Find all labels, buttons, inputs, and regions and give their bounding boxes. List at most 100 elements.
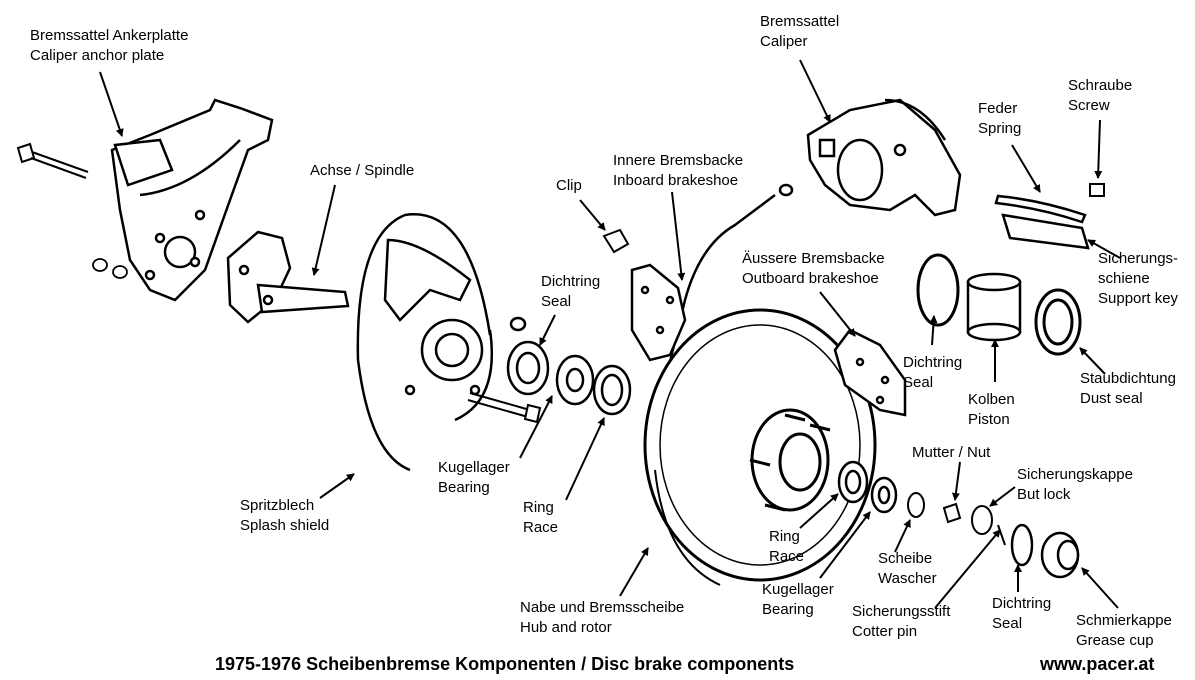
label-inner-bearing: Kugellager Bearing (438, 458, 510, 498)
label-line: Support key (1098, 290, 1179, 307)
label-line: Screw (1068, 97, 1110, 114)
label-line: Dichtring (992, 595, 1052, 612)
caliper-anchor-plate (110, 98, 274, 302)
dust-seal (1034, 288, 1082, 356)
label-line: Sicherungs- (1098, 250, 1179, 267)
label-line: Feder (978, 100, 1018, 117)
label-line: But lock (1017, 486, 1071, 503)
label-outboard-brakeshoe: Äussere Bremsbacke Outboard brakeshoe (742, 249, 885, 289)
label-nut: Mutter / Nut (912, 443, 990, 463)
label-cotter-pin: Sicherungsstift Cotter pin (852, 602, 950, 642)
clip (602, 228, 630, 254)
nut-lock (971, 505, 993, 535)
piston (966, 272, 1022, 342)
caliper (806, 98, 962, 217)
label-line: Inboard brakeshoe (613, 172, 739, 189)
anchor-nuts (92, 258, 128, 279)
label-line: Bearing (438, 479, 490, 496)
label-line: Ring (523, 499, 554, 516)
label-caliper-seal: Dichtring Seal (903, 353, 962, 393)
spring (994, 194, 1087, 224)
label-spindle: Achse / Spindle (310, 161, 414, 181)
label-line: Seal (992, 615, 1023, 632)
label-line: schiene (1098, 270, 1150, 287)
label-inner-race: Ring Race (523, 498, 558, 538)
diagram-title: 1975-1976 Scheibenbremse Komponenten / D… (215, 654, 795, 674)
label-line: Äussere Bremsbacke (742, 250, 885, 267)
label-inner-seal: Dichtring Seal (541, 272, 600, 312)
label-line: Clip (556, 177, 582, 194)
label-line: Splash shield (240, 517, 330, 534)
label-line: Kugellager (438, 459, 510, 476)
inner-bearing (555, 354, 595, 406)
label-line: Cotter pin (852, 623, 918, 640)
label-line: Dichtring (541, 273, 601, 290)
label-line: Caliper (760, 33, 808, 50)
label-cap-seal: Dichtring Seal (992, 594, 1051, 634)
label-outer-race: Ring Race (769, 527, 804, 567)
label-line: Sicherungsstift (852, 603, 951, 620)
label-outer-bearing: Kugellager Bearing (762, 580, 834, 620)
support-key (1001, 213, 1090, 250)
inner-seal (506, 316, 550, 396)
nut (942, 502, 962, 524)
label-screw: Schraube Screw (1068, 76, 1132, 116)
label-line: Mutter / Nut (912, 444, 991, 461)
label-line: Bremssattel Ankerplatte (30, 27, 189, 44)
caliper-seal (916, 253, 960, 327)
label-line: Achse / Spindle (310, 162, 415, 179)
label-line: Race (769, 548, 805, 565)
label-line: Piston (968, 411, 1010, 428)
label-support-key: Sicherungs- schiene Support key (1098, 249, 1178, 309)
label-line: Grease cup (1076, 632, 1154, 649)
label-spring: Feder Spring (978, 99, 1021, 139)
label-grease-cup: Schmierkappe Grease cup (1076, 611, 1172, 651)
label-line: Caliper anchor plate (30, 47, 165, 64)
label-caliper-anchor-plate: Bremssattel Ankerplatte Caliper anchor p… (30, 26, 188, 66)
splash-shield (356, 213, 494, 472)
label-splash-shield: Spritzblech Splash shield (240, 496, 329, 536)
cotter-pin (997, 524, 1006, 546)
label-caliper: Bremssattel Caliper (760, 12, 839, 52)
inner-race (592, 364, 632, 416)
label-inboard-brakeshoe: Innere Bremsbacke Inboard brakeshoe (613, 151, 743, 191)
label-line: Dichtring (903, 354, 963, 371)
anchor-bolt (16, 142, 89, 179)
label-line: Hub and rotor (520, 619, 612, 636)
brake-hose (666, 183, 794, 371)
label-line: Wascher (878, 570, 937, 587)
label-dust-seal: Staubdichtung Dust seal (1080, 369, 1176, 409)
label-clip: Clip (556, 176, 582, 196)
label-line: Innere Bremsbacke (613, 152, 744, 169)
screw (1089, 183, 1105, 197)
leader-arrows (99, 59, 1121, 609)
label-piston: Kolben Piston (968, 390, 1015, 430)
label-line: Kolben (968, 391, 1015, 408)
label-line: Schraube (1068, 77, 1133, 94)
label-line: Seal (903, 374, 934, 391)
inboard-brakeshoe (630, 263, 687, 362)
hub-bolt (467, 392, 542, 424)
spindle (226, 230, 350, 324)
label-line: Race (523, 519, 559, 536)
grease-cup (1040, 531, 1080, 579)
label-line: Spring (978, 120, 1022, 137)
label-nut-lock: Sicherungskappe But lock (1017, 465, 1133, 505)
label-washer: Scheibe Wascher (878, 549, 937, 589)
label-line: Schmierkappe (1076, 612, 1172, 629)
label-line: Staubdichtung (1080, 370, 1176, 387)
label-line: Ring (769, 528, 800, 545)
label-line: Bremssattel (760, 13, 840, 30)
outboard-brakeshoe (833, 328, 907, 417)
label-line: Seal (541, 293, 572, 310)
cap-seal (1010, 523, 1034, 567)
label-line: Outboard brakeshoe (742, 270, 879, 287)
website-link[interactable]: www.pacer.at (1040, 654, 1155, 674)
label-line: Dust seal (1080, 390, 1143, 407)
label-line: Spritzblech (240, 497, 315, 514)
label-line: Bearing (762, 601, 814, 618)
label-line: Nabe und Bremsscheibe (520, 599, 685, 616)
outer-bearing (870, 476, 898, 514)
washer (907, 492, 925, 518)
